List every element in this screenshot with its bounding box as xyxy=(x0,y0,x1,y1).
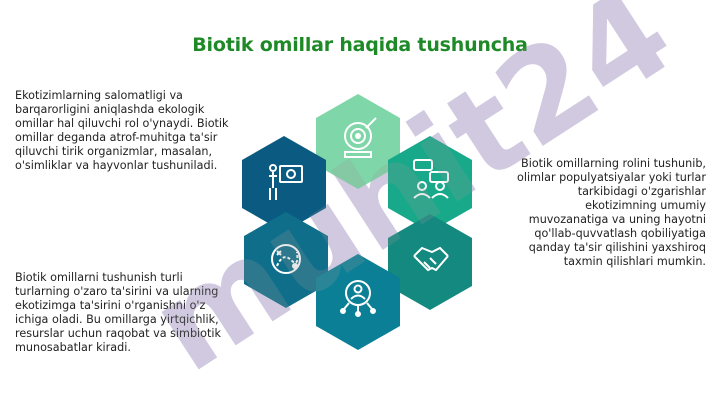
presentation-board-icon xyxy=(269,164,303,200)
hex-lower-left xyxy=(244,212,328,308)
page-title: Biotik omillar haqida tushuncha xyxy=(192,34,528,56)
hex-lower-right xyxy=(388,214,472,310)
hex-upper-right xyxy=(388,136,472,232)
hex-top xyxy=(316,94,400,189)
target-gear-icon xyxy=(344,117,377,158)
paragraph-left-top: Ekotizimlarning salomatligi va barqarorl… xyxy=(15,89,229,172)
paragraph-left-bottom: Biotik omillarni tushunish turli turlarn… xyxy=(15,271,221,354)
network-person-icon xyxy=(340,280,376,317)
hex-bottom xyxy=(316,254,400,350)
handshake-icon xyxy=(413,246,449,272)
hex-upper-left xyxy=(242,136,326,232)
team-chat-icon xyxy=(413,159,449,199)
paragraph-right: Biotik omillarning rolini tushunib, olim… xyxy=(517,157,706,268)
strategy-map-icon xyxy=(271,244,301,274)
